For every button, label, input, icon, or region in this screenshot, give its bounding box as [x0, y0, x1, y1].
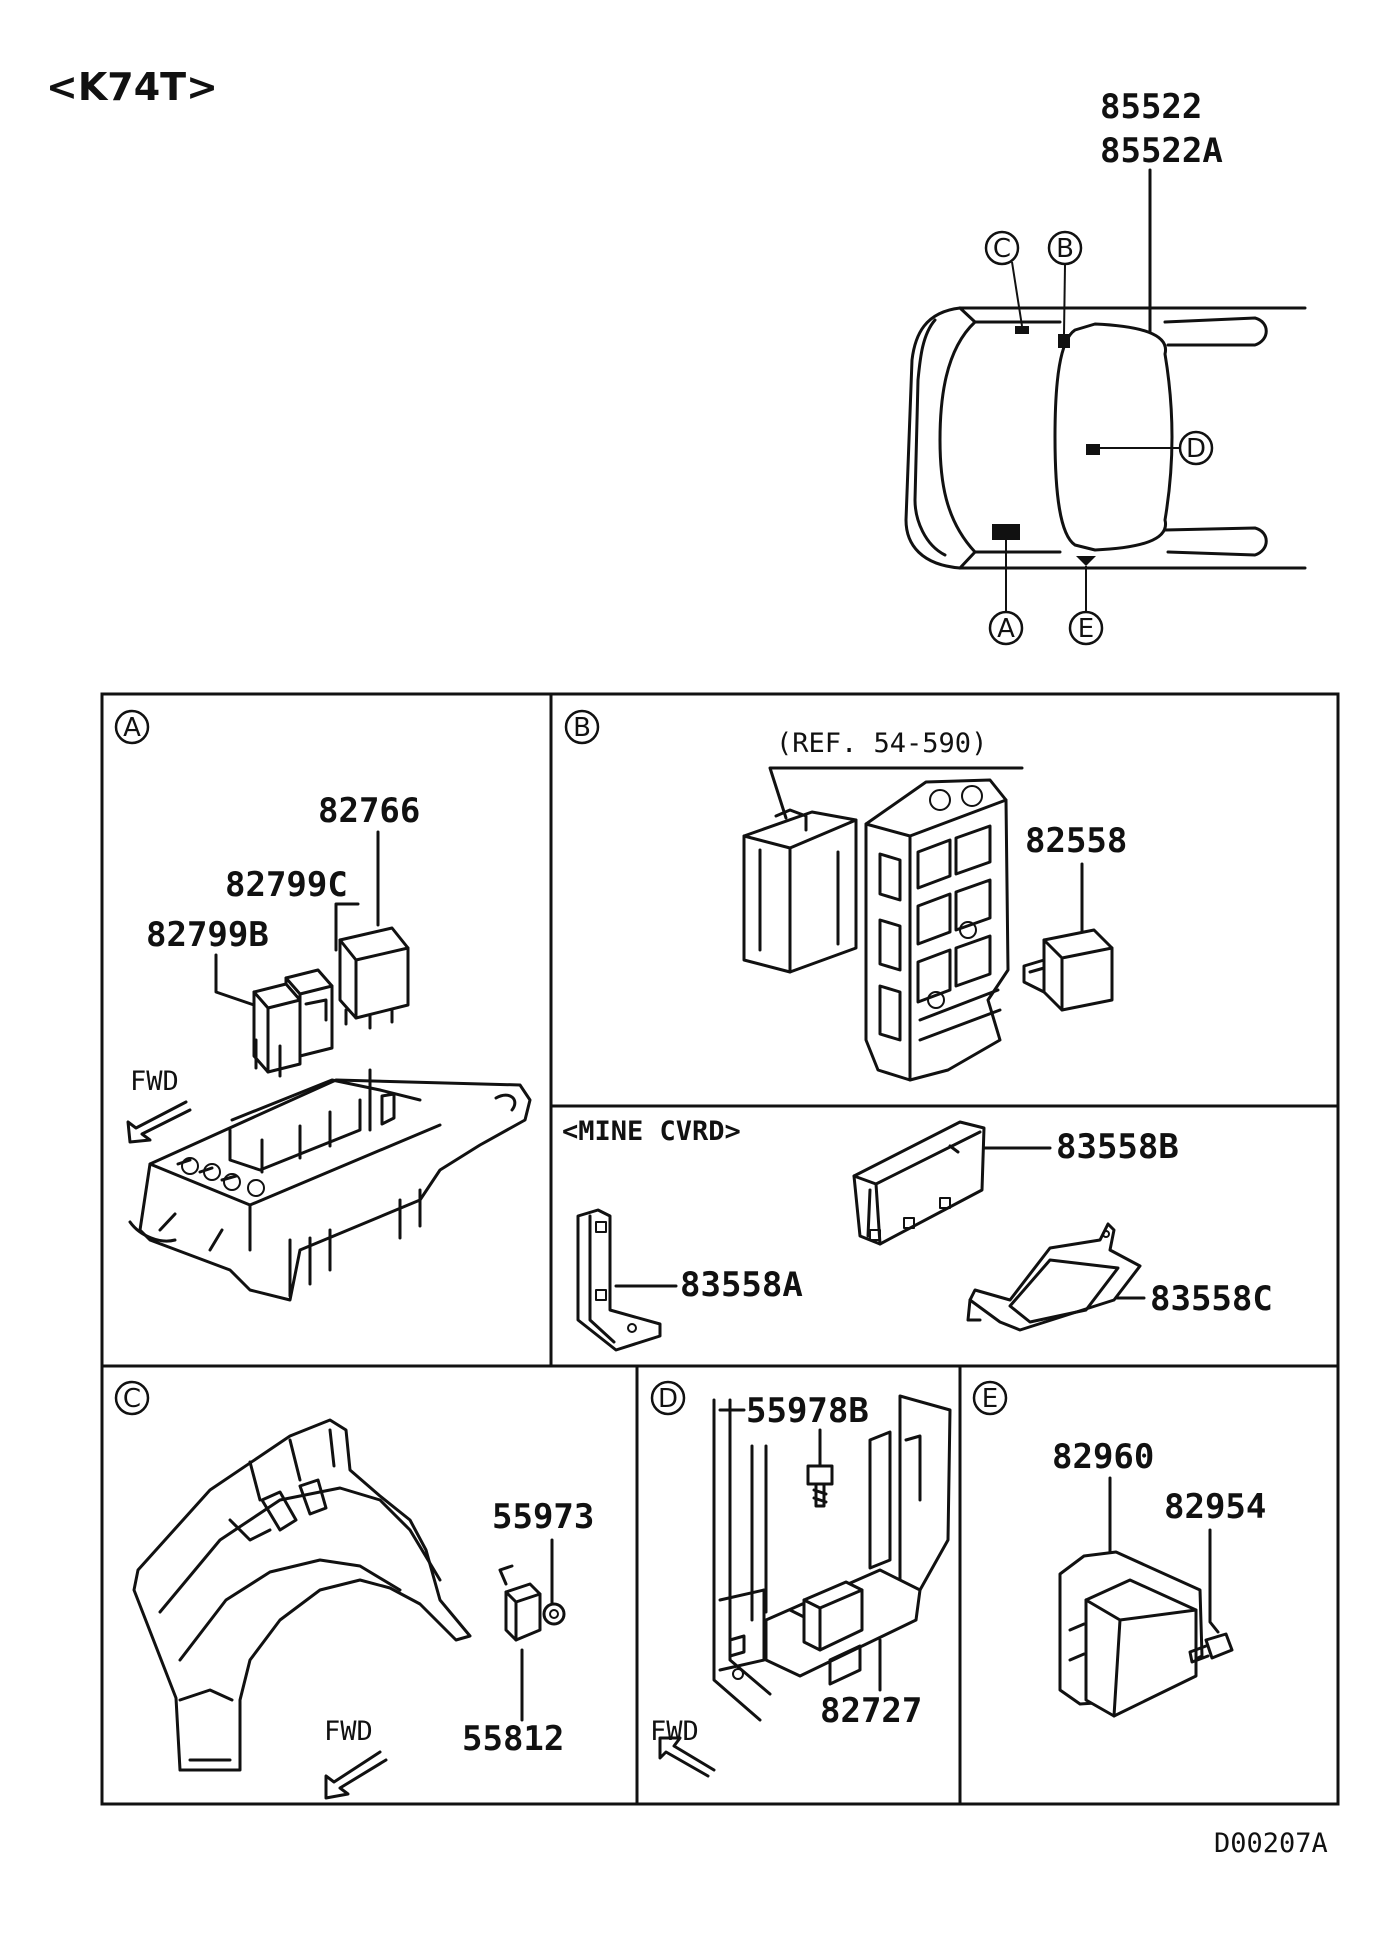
part-label-85522a[interactable]: 85522A: [1100, 131, 1223, 171]
part-label-55973[interactable]: 55973: [492, 1497, 594, 1537]
panel-c-fwd: FWD: [324, 1716, 373, 1747]
part-label-85522[interactable]: 85522: [1100, 87, 1202, 127]
part-label-82766[interactable]: 82766: [318, 791, 420, 831]
relay-box: [128, 1068, 532, 1302]
fuse-block: [864, 778, 1010, 1082]
location-c-marker: [1015, 326, 1029, 334]
callout-b-label: B: [1056, 234, 1074, 264]
part-label-82799b[interactable]: 82799B: [146, 915, 269, 955]
model-title: <K74T>: [46, 65, 218, 109]
callout-e-label: E: [1078, 614, 1094, 644]
junction-box-ref: [742, 808, 858, 974]
part-label-55978b[interactable]: 55978B: [746, 1391, 869, 1431]
bracket-83558c[interactable]: [966, 1222, 1142, 1332]
clip-55812[interactable]: [498, 1564, 542, 1642]
panel-c-letter: C: [123, 1384, 141, 1414]
drawing-code: D00207A: [1214, 1828, 1328, 1859]
location-b-marker: [1058, 334, 1070, 348]
callout-d[interactable]: D: [1178, 430, 1214, 466]
callout-d-label: D: [1186, 434, 1206, 464]
relay-82766[interactable]: [338, 926, 410, 1030]
part-label-83558a[interactable]: 83558A: [680, 1265, 803, 1305]
panel-c: C 55973 55812 FWD: [114, 1380, 594, 1800]
part-label-83558b[interactable]: 83558B: [1056, 1127, 1179, 1167]
panel-grid: [100, 692, 1340, 1806]
relay-82558[interactable]: [1022, 928, 1114, 1012]
part-label-82960[interactable]: 82960: [1052, 1437, 1154, 1477]
callout-e[interactable]: E: [1068, 610, 1104, 646]
panel-b-letter: B: [573, 713, 591, 743]
part-label-82727[interactable]: 82727: [820, 1691, 922, 1731]
panel-a-fwd: FWD: [130, 1066, 179, 1097]
relay-82799b[interactable]: [252, 982, 302, 1078]
panel-e-letter: E: [982, 1384, 998, 1414]
pillar-bracket: [712, 1394, 952, 1722]
panel-d: D 55978B 82727: [650, 1380, 952, 1778]
part-label-82799c[interactable]: 82799C: [225, 865, 348, 905]
bracket-83558b[interactable]: [852, 1120, 986, 1246]
panel-d-letter: D: [658, 1384, 678, 1414]
fwd-arrow-icon: [126, 1100, 192, 1144]
part-label-55812[interactable]: 55812: [462, 1719, 564, 1759]
callout-c[interactable]: C: [984, 230, 1020, 266]
callout-c-label: C: [993, 234, 1011, 264]
fender-inner: [132, 1418, 472, 1772]
module-82960[interactable]: [1058, 1550, 1204, 1718]
fwd-arrow-icon: [324, 1750, 388, 1800]
bracket-83558a[interactable]: [576, 1208, 662, 1352]
callout-b[interactable]: B: [1047, 230, 1083, 266]
cab-outline: [904, 306, 1307, 570]
nut-55973[interactable]: [542, 1602, 566, 1626]
location-d-marker: [1086, 444, 1100, 455]
bolt-55978b[interactable]: [806, 1464, 834, 1508]
unit-82727[interactable]: [764, 1568, 922, 1686]
screw-82954[interactable]: [1188, 1632, 1234, 1664]
location-e-marker: [1076, 556, 1096, 566]
panel-a-letter: A: [123, 713, 141, 743]
fwd-arrow-icon: [658, 1736, 716, 1778]
ref-label[interactable]: (REF. 54-590): [776, 728, 987, 759]
panel-b: B (REF. 54-590) 82558: [564, 709, 1127, 1082]
panel-e: E 82960 82954: [972, 1380, 1266, 1718]
location-a-marker: [992, 524, 1020, 540]
callout-a[interactable]: A: [988, 610, 1024, 646]
callout-a-label: A: [997, 614, 1015, 644]
panel-mine-cvrd: <MINE CVRD> 83558B 83558A 83558C: [562, 1116, 1273, 1352]
part-label-82954[interactable]: 82954: [1164, 1487, 1266, 1527]
mine-cvrd-heading: <MINE CVRD>: [562, 1116, 741, 1147]
panel-d-fwd: FWD: [650, 1716, 699, 1747]
panel-a: A 82766 82799C 82799B FWD: [114, 709, 532, 1302]
part-label-82558[interactable]: 82558: [1025, 821, 1127, 861]
vehicle-overview: 85522 85522A C: [904, 87, 1307, 646]
part-label-83558c[interactable]: 83558C: [1150, 1279, 1273, 1319]
